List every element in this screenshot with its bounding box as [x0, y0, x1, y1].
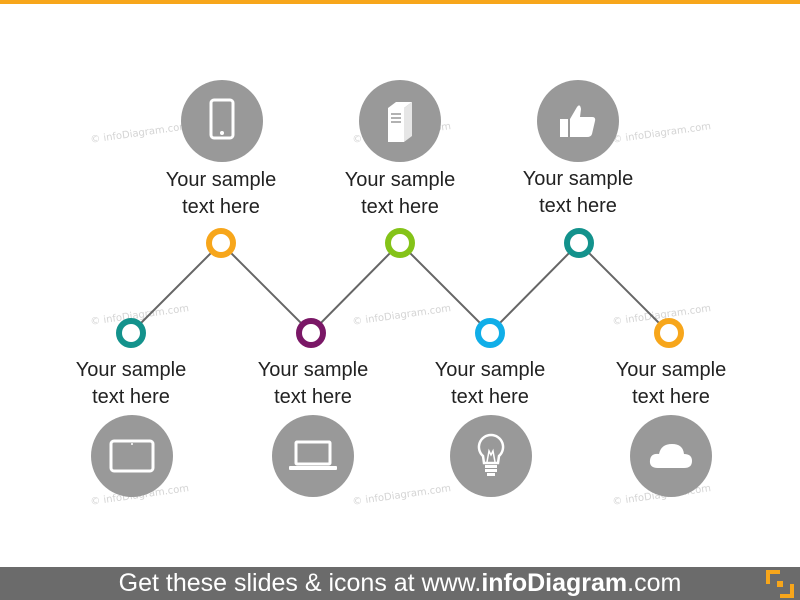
footer-prefix: Get these slides & icons at www.	[118, 569, 482, 597]
footer-bar: Get these slides & icons at www.infoDiag…	[0, 567, 800, 600]
server-icon-circle	[359, 80, 441, 162]
footer-text[interactable]: Get these slides & icons at www.infoDiag…	[0, 567, 800, 600]
label-line-1: Your sample	[615, 359, 727, 381]
label-line-1: Your sample	[434, 359, 546, 381]
server-icon	[388, 102, 412, 142]
label-line-1: Your sample	[165, 169, 277, 191]
timeline-node-marker	[116, 318, 146, 348]
label-line-1: Your sample	[257, 359, 369, 381]
timeline-node-marker	[654, 318, 684, 348]
label-line-1: Your sample	[522, 168, 634, 190]
timeline-node-marker	[206, 228, 236, 258]
footer-brand: infoDiagram	[481, 569, 628, 597]
timeline-node-marker	[475, 318, 505, 348]
thumbs-up-icon	[560, 105, 596, 137]
timeline-node-marker	[564, 228, 594, 258]
node-label: Your sample text here	[233, 357, 393, 411]
node-label: Your sample text here	[498, 166, 658, 220]
tablet-icon-circle	[91, 415, 173, 497]
laptop-icon	[289, 440, 337, 470]
laptop-icon-circle	[272, 415, 354, 497]
tablet-icon	[109, 439, 155, 473]
cloud-icon-circle	[630, 415, 712, 497]
label-line-2: text here	[632, 386, 710, 408]
smartphone-icon-circle	[181, 80, 263, 162]
label-line-2: text here	[274, 386, 352, 408]
label-line-2: text here	[361, 196, 439, 218]
infodiagram-logo-icon	[766, 570, 794, 598]
label-line-2: text here	[182, 196, 260, 218]
timeline-node-marker	[296, 318, 326, 348]
label-line-2: text here	[539, 195, 617, 217]
label-line-1: Your sample	[75, 359, 187, 381]
label-line-1: Your sample	[344, 169, 456, 191]
cloud-icon	[649, 444, 692, 468]
lightbulb-icon	[477, 433, 505, 476]
node-label: Your sample text here	[141, 167, 301, 221]
top-accent-bar	[0, 0, 800, 4]
node-label: Your sample text here	[51, 357, 211, 411]
node-label: Your sample text here	[320, 167, 480, 221]
smartphone-icon	[209, 98, 235, 140]
node-label: Your sample text here	[591, 357, 751, 411]
label-line-2: text here	[451, 386, 529, 408]
timeline-node-marker	[385, 228, 415, 258]
lightbulb-icon-circle	[450, 415, 532, 497]
node-label: Your sample text here	[410, 357, 570, 411]
label-line-2: text here	[92, 386, 170, 408]
thumbs-up-icon-circle	[537, 80, 619, 162]
footer-suffix: .com	[627, 569, 682, 597]
